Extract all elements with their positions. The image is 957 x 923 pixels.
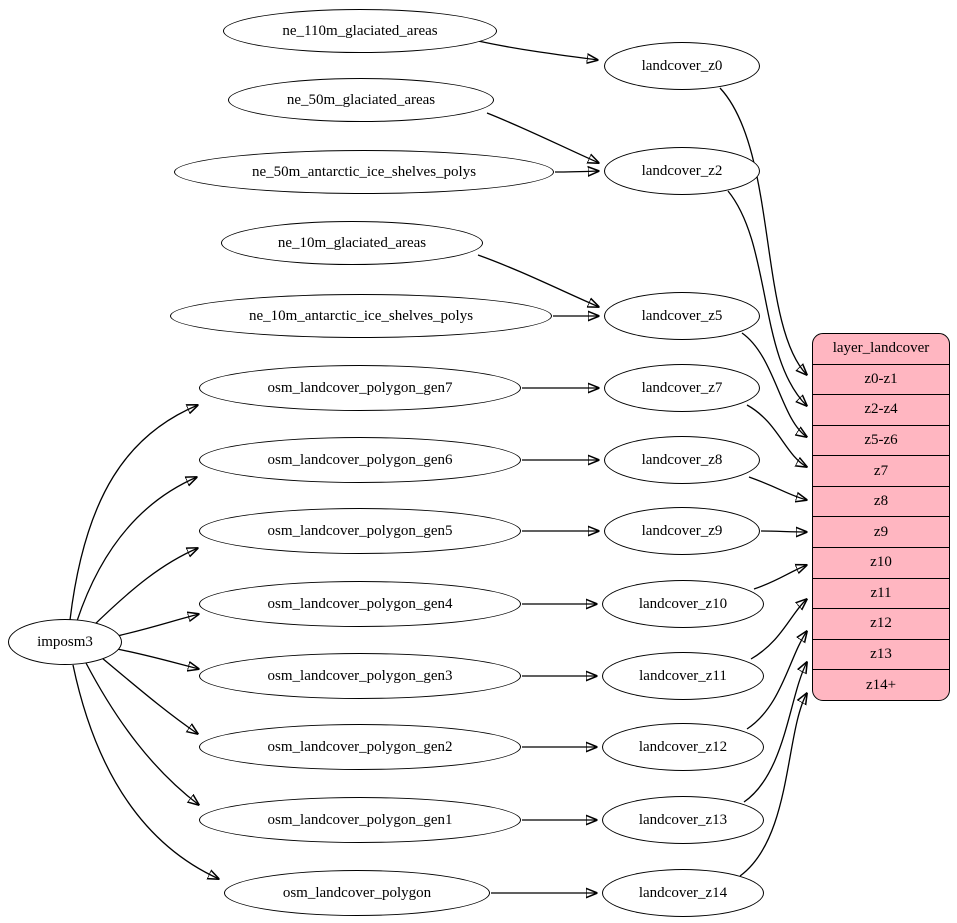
edge-z13-to-row-z13: [743, 662, 807, 803]
table-row-z14plus: z14+: [813, 669, 949, 700]
node-osm-landcover-polygon-gen7: osm_landcover_polygon_gen7: [199, 365, 521, 411]
table-row-z11: z11: [813, 577, 949, 609]
node-landcover-z14: landcover_z14: [602, 869, 764, 917]
node-imposm3: imposm3: [8, 619, 122, 665]
node-osm-landcover-polygon: osm_landcover_polygon: [224, 870, 490, 916]
edge-z11-to-row-z11: [750, 599, 807, 660]
node-label: landcover_z5: [641, 307, 723, 324]
node-label: landcover_z11: [639, 667, 727, 684]
table-row-z2-z4: z2-z4: [813, 394, 949, 425]
node-label: landcover_z9: [641, 522, 723, 539]
node-label: osm_landcover_polygon_gen1: [267, 811, 453, 828]
node-label: ne_50m_glaciated_areas: [286, 91, 436, 108]
node-label: landcover_z0: [641, 57, 723, 74]
edge-imposm3-to-gen1: [85, 662, 199, 805]
node-label: osm_landcover_polygon_gen5: [267, 522, 453, 539]
node-label: ne_110m_glaciated_areas: [282, 22, 438, 39]
node-landcover-z13: landcover_z13: [602, 796, 764, 844]
node-osm-landcover-polygon-gen3: osm_landcover_polygon_gen3: [199, 653, 521, 699]
edge-z2-to-row-z2-z4: [727, 190, 807, 406]
node-osm-landcover-polygon-gen2: osm_landcover_polygon_gen2: [199, 724, 521, 770]
edge-imposm3-to-gen5: [90, 548, 198, 629]
edge-imposm3-to-polygon: [72, 664, 219, 879]
edge-z8-to-row-z8: [748, 476, 807, 500]
node-ne-50m-antarctic-ice-shelves-polys: ne_50m_antarctic_ice_shelves_polys: [174, 150, 554, 194]
edge-imposm3-to-gen2: [101, 657, 198, 734]
node-label: osm_landcover_polygon_gen3: [267, 667, 453, 684]
edge-imposm3-to-gen3: [116, 648, 199, 669]
table-title: layer_landcover: [832, 340, 930, 357]
node-landcover-z10: landcover_z10: [602, 580, 764, 628]
edge-ne50m-antarctic-to-z2: [554, 171, 599, 172]
edge-ne110m-to-z0: [477, 40, 598, 60]
table-row-z13: z13: [813, 638, 949, 670]
node-ne-110m-glaciated-areas: ne_110m_glaciated_areas: [223, 9, 497, 53]
node-ne-10m-antarctic-ice-shelves-polys: ne_10m_antarctic_ice_shelves_polys: [170, 294, 552, 338]
node-label: osm_landcover_polygon_gen7: [267, 379, 453, 396]
node-label: landcover_z7: [641, 379, 723, 396]
table-row-z8: z8: [813, 485, 949, 517]
edge-imposm3-to-gen4: [116, 614, 199, 637]
table-row-z12: z12: [813, 608, 949, 639]
node-landcover-z7: landcover_z7: [604, 364, 760, 412]
node-label: landcover_z8: [641, 451, 723, 468]
edge-imposm3-to-gen6: [76, 477, 197, 622]
table-row-z7: z7: [813, 455, 949, 486]
node-landcover-z0: landcover_z0: [604, 42, 760, 90]
edge-z0-to-row-z0-z1: [719, 87, 807, 375]
node-landcover-z12: landcover_z12: [602, 723, 764, 771]
node-osm-landcover-polygon-gen1: osm_landcover_polygon_gen1: [199, 797, 521, 843]
edge-ne10m-glaciated-to-z5: [477, 254, 599, 307]
node-osm-landcover-polygon-gen4: osm_landcover_polygon_gen4: [199, 581, 521, 627]
edge-imposm3-to-gen7: [69, 405, 198, 621]
edge-z14-to-row-z14plus: [739, 693, 807, 877]
node-label: landcover_z12: [638, 738, 728, 755]
edge-z9-to-row-z9: [760, 531, 807, 532]
table-layer-landcover: layer_landcover z0-z1 z2-z4 z5-z6 z7 z8 …: [812, 333, 950, 701]
edge-z12-to-row-z12: [746, 631, 807, 730]
node-label: landcover_z2: [641, 162, 723, 179]
edge-z10-to-row-z10: [753, 565, 807, 590]
node-landcover-z11: landcover_z11: [602, 652, 764, 700]
node-label: ne_50m_antarctic_ice_shelves_polys: [251, 163, 477, 180]
table-row-z5-z6: z5-z6: [813, 424, 949, 456]
table-row-z9: z9: [813, 516, 949, 547]
node-ne-10m-glaciated-areas: ne_10m_glaciated_areas: [221, 221, 483, 265]
node-landcover-z2: landcover_z2: [604, 147, 760, 195]
edge-ne50m-glaciated-to-z2: [486, 112, 599, 163]
node-label: landcover_z10: [638, 595, 728, 612]
table-row-z10: z10: [813, 547, 949, 578]
edge-z7-to-row-z7: [746, 404, 807, 467]
node-ne-50m-glaciated-areas: ne_50m_glaciated_areas: [228, 78, 494, 122]
node-label: ne_10m_antarctic_ice_shelves_polys: [248, 307, 474, 324]
node-landcover-z8: landcover_z8: [604, 436, 760, 484]
node-osm-landcover-polygon-gen5: osm_landcover_polygon_gen5: [199, 508, 521, 554]
node-label: osm_landcover_polygon_gen4: [267, 595, 453, 612]
node-label: osm_landcover_polygon: [282, 884, 432, 901]
node-label: osm_landcover_polygon_gen2: [267, 738, 453, 755]
node-landcover-z9: landcover_z9: [604, 507, 760, 555]
node-label: landcover_z14: [638, 884, 728, 901]
node-label: imposm3: [37, 633, 93, 650]
node-label: osm_landcover_polygon_gen6: [267, 451, 453, 468]
edge-z5-to-row-z5-z6: [741, 332, 807, 437]
node-label: landcover_z13: [638, 811, 728, 828]
node-osm-landcover-polygon-gen6: osm_landcover_polygon_gen6: [199, 437, 521, 483]
table-row-z0-z1: z0-z1: [813, 363, 949, 395]
node-label: ne_10m_glaciated_areas: [277, 234, 427, 251]
node-landcover-z5: landcover_z5: [604, 292, 760, 340]
